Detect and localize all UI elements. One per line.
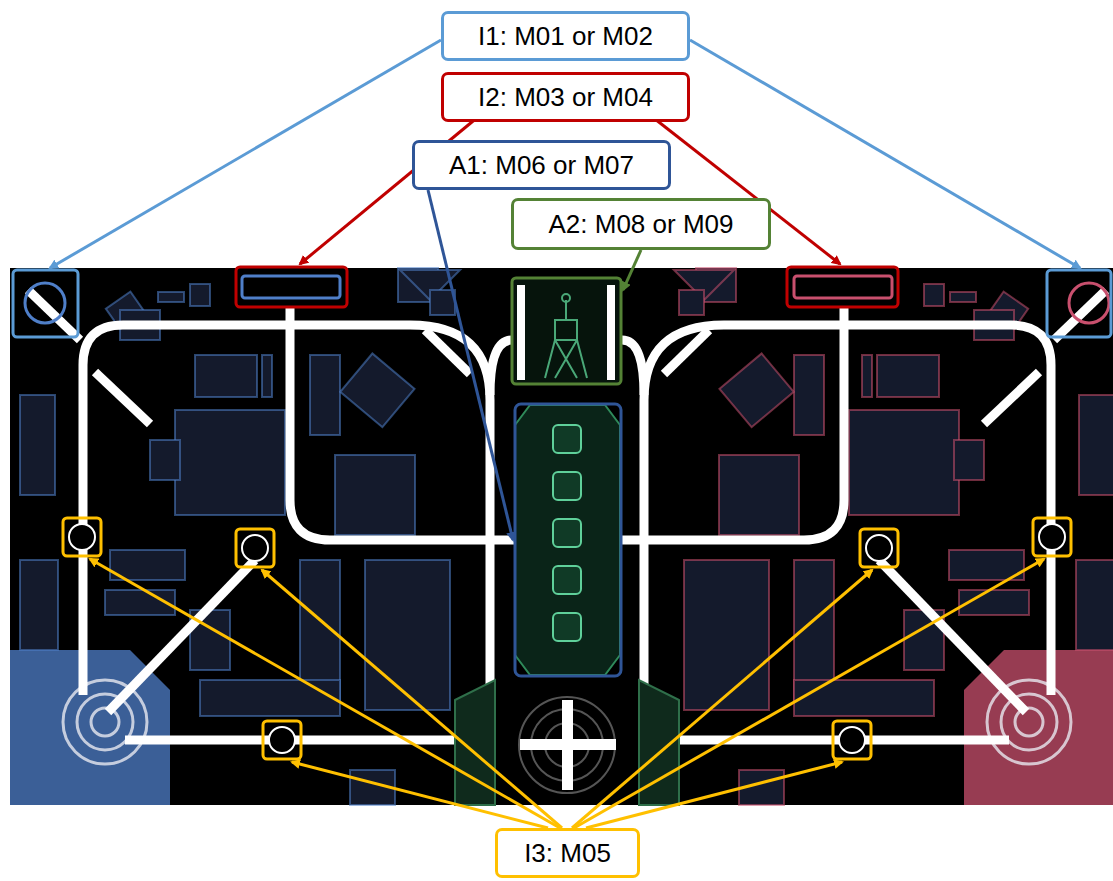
callout-box: I1: M01 or M02 — [441, 11, 690, 61]
callout-box: I3: M05 — [495, 828, 640, 878]
highlight-boxes — [13, 267, 1111, 759]
callout-box: A1: M06 or M07 — [412, 140, 671, 190]
callout-text: I2: M03 or M04 — [478, 83, 653, 112]
field-ground — [10, 268, 1113, 805]
callout-text: I3: M05 — [524, 839, 611, 868]
callout-text: I1: M01 or M02 — [478, 22, 653, 51]
leader-arrows — [50, 40, 1080, 828]
callout-box: I2: M03 or M04 — [441, 72, 690, 122]
callout-text: A2: M08 or M09 — [549, 210, 734, 239]
center-area — [455, 278, 679, 805]
callout-text: A1: M06 or M07 — [449, 151, 634, 180]
callout-box: A2: M08 or M09 — [511, 198, 771, 250]
